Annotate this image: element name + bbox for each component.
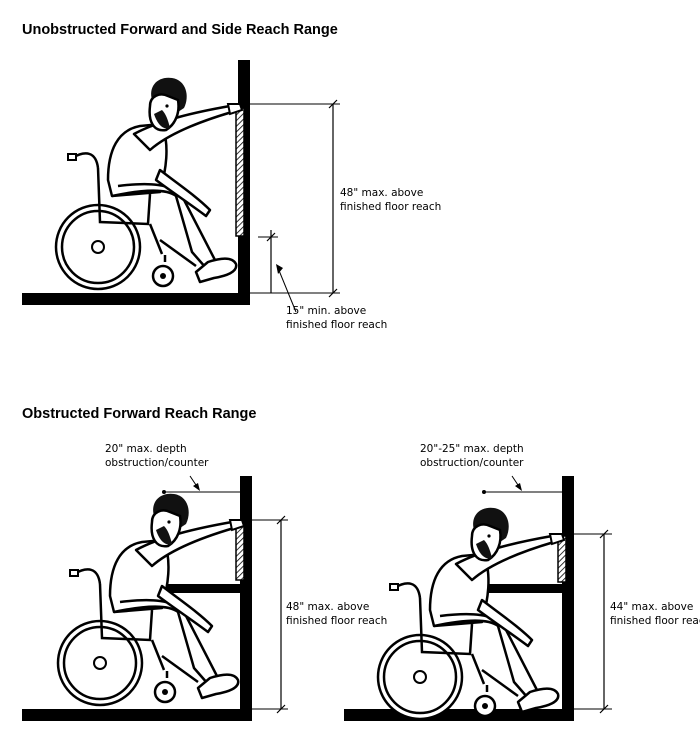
left-depth-label: 20" max. depth obstruction/counter xyxy=(105,443,209,469)
obstructed-left-diagram xyxy=(22,475,288,721)
dimension-44 xyxy=(574,529,612,714)
dimension-48 xyxy=(252,515,288,714)
right-depth-label: 20"-25" max. depth obstruction/counter xyxy=(420,443,524,469)
unobstructed-diagram xyxy=(22,60,340,313)
obstructed-right-diagram xyxy=(344,475,612,721)
wheelchair-user-figure xyxy=(56,492,246,707)
floor xyxy=(22,293,250,305)
floor xyxy=(22,709,252,721)
reach-zone xyxy=(235,521,245,581)
high-reach-label: 48" max. above finished floor reach xyxy=(340,187,442,213)
left-reach-label: 48" max. above finished floor reach xyxy=(286,601,388,627)
right-reach-label: 44" max. above finished floor reach xyxy=(610,601,700,627)
reach-zone xyxy=(557,535,567,583)
dimension-48-high xyxy=(250,99,340,298)
counter xyxy=(474,584,564,593)
low-reach-label: 15" min. above finished floor reach xyxy=(286,305,388,331)
wheelchair-user-figure xyxy=(376,506,566,721)
counter xyxy=(166,584,242,593)
depth-dimension xyxy=(482,475,562,494)
wall xyxy=(562,476,574,721)
dimension-15-low xyxy=(258,230,297,313)
wheelchair-user-figure xyxy=(54,76,244,291)
obstructed-title: Obstructed Forward Reach Range xyxy=(22,406,257,422)
depth-dimension xyxy=(162,475,240,494)
unobstructed-title: Unobstructed Forward and Side Reach Rang… xyxy=(22,22,338,38)
wall xyxy=(240,476,252,721)
reach-zone xyxy=(235,107,245,237)
floor xyxy=(344,709,574,721)
